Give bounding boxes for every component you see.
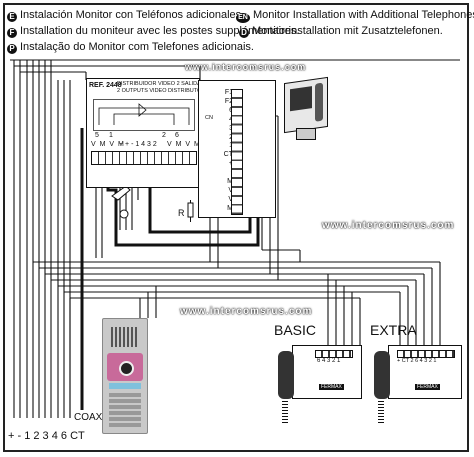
monitor-terminal-label: F2 — [224, 97, 233, 105]
monitor-handset — [315, 82, 323, 122]
basic-base: 6 4 3 2 1 FERMAX — [292, 345, 362, 399]
diagram-frame — [3, 3, 469, 452]
monitor-terminal-block: CN F1F264321CT+-MVVM — [198, 80, 276, 218]
monitor-terminal-label: V — [213, 187, 233, 196]
monitor-terminal-label: - — [213, 169, 233, 178]
right-terminals: V M V M — [167, 141, 201, 148]
extra-base: + CT 2 6 4 3 2 1 FERMAX — [388, 345, 462, 399]
lang-badge-fr: F — [7, 28, 17, 38]
caption-pt-text: Instalação do Monitor com Telefones adic… — [20, 41, 254, 53]
extra-cord — [378, 401, 384, 423]
basic-terminals: 6 4 3 2 1 — [317, 358, 341, 364]
resistor-label: R — [178, 208, 185, 218]
video-distributor: REF. 2448 DISTRIBUIDOR VIDEO 2 SALIDAS 2… — [86, 78, 205, 188]
power-label: + - 1 2 3 4 6 CT — [8, 430, 85, 442]
lang-badge-pt: P — [7, 44, 17, 54]
monitor-terminal-label: 2 — [213, 134, 233, 143]
monitor-screw-column — [231, 89, 243, 215]
circuit-svg — [98, 103, 190, 125]
lang-badge-es: E — [7, 12, 17, 22]
panel-camera-module — [107, 353, 143, 381]
terminal-strip — [91, 151, 197, 165]
basic-terminal-strip — [315, 350, 353, 358]
left-terminals: V M V M — [91, 141, 125, 148]
lang-badge-en: EN — [236, 13, 250, 23]
distributor-circuit — [93, 99, 195, 131]
extra-handset — [374, 351, 390, 399]
extra-terminals: + CT 2 6 4 3 2 1 — [397, 358, 437, 364]
watermark: www.intercomsrus.com — [322, 220, 455, 231]
monitor-terminal-label: 3 — [213, 125, 233, 134]
monitor-terminal-label: 6 — [213, 107, 233, 116]
watermark: www.intercomsrus.com — [180, 306, 313, 317]
num-6: 6 — [175, 132, 179, 139]
monitor-terminal-label: CT — [223, 151, 233, 159]
circuit-trace — [98, 107, 190, 125]
extra-terminal-strip — [397, 350, 455, 358]
monitor-terminal-label: M — [213, 205, 233, 214]
resistor-symbol — [187, 202, 194, 218]
basic-phone: 6 4 3 2 1 FERMAX — [272, 345, 362, 425]
monitor-terminal-label: 1 — [213, 142, 233, 151]
num-2: 2 — [162, 132, 166, 139]
num-5: 5 — [95, 132, 99, 139]
caption-fr-text: Installation du moniteur avec les postes… — [20, 25, 300, 37]
monitor-base — [296, 128, 316, 140]
lang-badge-de: D — [239, 28, 249, 38]
watermark: www.intercomsrus.com — [185, 62, 307, 72]
circuit-trace — [113, 113, 175, 125]
mid-terminals: ~ + - 1 4 3 2 — [119, 141, 157, 148]
monitor-screen — [290, 86, 312, 112]
basic-title: BASIC — [274, 322, 317, 338]
basic-brand: FERMAX — [319, 384, 344, 390]
hand-icon — [119, 209, 129, 219]
extra-title: EXTRA — [370, 322, 417, 338]
panel-lcd — [109, 383, 141, 389]
extra-phone: + CT 2 6 4 3 2 1 FERMAX — [368, 345, 464, 425]
camera-lens-icon — [119, 361, 134, 376]
monitor-device — [284, 76, 328, 134]
panel-speaker-grill — [111, 327, 139, 347]
monitor-terminal-label: + — [213, 160, 233, 169]
extra-brand: FERMAX — [415, 384, 440, 390]
monitor-terminal-label: M — [213, 178, 233, 187]
monitor-terminal-label: 4 — [213, 116, 233, 125]
coax-label: COAX — [74, 412, 103, 423]
num-1: 1 — [109, 132, 113, 139]
distributor-title-es: DISTRIBUIDOR VIDEO 2 SALIDAS — [117, 81, 205, 87]
panel-keypad — [109, 393, 141, 427]
distributor-title-en: 2 OUTPUTS VIDEO DISTRIBUTOR — [117, 88, 206, 94]
caption-es-text: Instalación Monitor con Teléfonos adicio… — [20, 9, 245, 21]
amp-triangle — [138, 103, 147, 117]
distributor-ref: REF. 2448 — [89, 82, 122, 89]
caption-de-text: Monitorinstallation mit Zusatztelefonen. — [252, 25, 443, 37]
door-panel — [102, 318, 148, 434]
monitor-terminal-list: F1F264321CT+-MVVM — [213, 89, 233, 214]
monitor-terminal-label: V — [213, 196, 233, 205]
basic-cord — [282, 401, 288, 423]
screwdriver-icon — [111, 185, 131, 201]
caption-en-text: Monitor Installation with Additional Tel… — [253, 9, 474, 21]
monitor-terminal-label: F1 — [224, 89, 233, 96]
monitor-side-label: CN — [205, 115, 213, 121]
basic-handset — [278, 351, 294, 399]
